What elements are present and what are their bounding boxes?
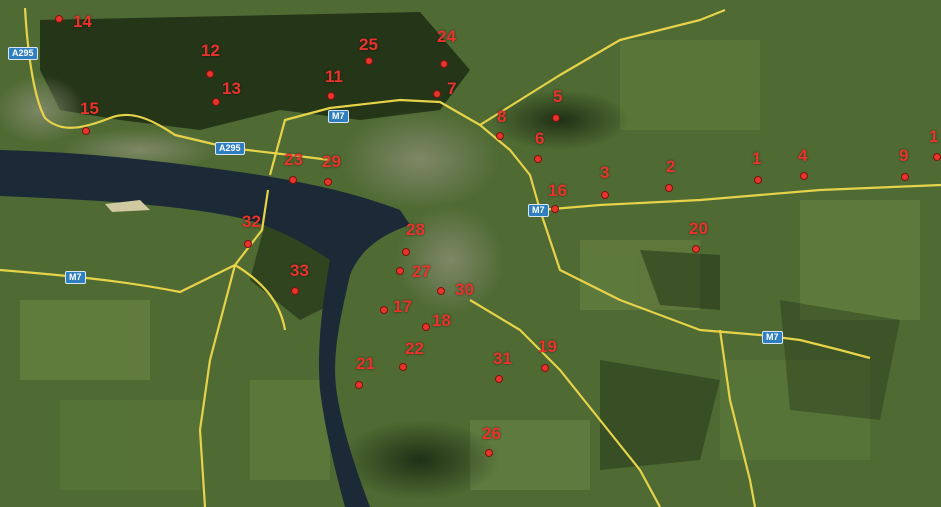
map-point-label: 2: [666, 157, 676, 176]
map-point-marker[interactable]: [289, 176, 297, 184]
map-point-marker[interactable]: [55, 15, 63, 23]
map-point-marker[interactable]: [552, 114, 560, 122]
map-point-label: 24: [437, 27, 456, 46]
map-point-label: 9: [899, 146, 909, 165]
road-shield-m7-east: M7: [528, 204, 549, 217]
road-shield-a295-center: A295: [215, 142, 245, 155]
map-point-label: 21: [356, 354, 375, 373]
map-point-label: 6: [535, 129, 545, 148]
map-point-marker[interactable]: [355, 381, 363, 389]
map-point-marker[interactable]: [365, 57, 373, 65]
map-point-label: 17: [393, 297, 412, 316]
map-point-label: 31: [493, 349, 512, 368]
map-point-marker[interactable]: [399, 363, 407, 371]
map-point-marker[interactable]: [901, 173, 909, 181]
map-point-marker[interactable]: [212, 98, 220, 106]
map-point-marker[interactable]: [692, 245, 700, 253]
map-point-label: 3: [600, 163, 610, 182]
map-point-label: 32: [242, 212, 261, 231]
map-point-marker[interactable]: [551, 205, 559, 213]
map-point-label: 16: [548, 181, 567, 200]
map-point-marker[interactable]: [541, 364, 549, 372]
map-point-marker[interactable]: [496, 132, 504, 140]
map-point-label: 28: [406, 220, 425, 239]
map-point-marker[interactable]: [433, 90, 441, 98]
map-point-marker[interactable]: [324, 178, 332, 186]
map-point-label: 12: [201, 41, 220, 60]
map-point-marker[interactable]: [665, 184, 673, 192]
map-point-marker[interactable]: [396, 267, 404, 275]
roads: [0, 7, 941, 507]
map-point-label: 14: [73, 12, 92, 31]
map-point-marker[interactable]: [327, 92, 335, 100]
urban-areas: [0, 75, 505, 315]
map-point-marker[interactable]: [206, 70, 214, 78]
map-point-label: 1: [752, 149, 762, 168]
map-point-label: 22: [405, 339, 424, 358]
map-point-label: 8: [497, 107, 507, 126]
map-point-label: 27: [412, 262, 431, 281]
map-point-marker[interactable]: [495, 375, 503, 383]
map-point-label: 15: [80, 99, 99, 118]
map-point-marker[interactable]: [244, 240, 252, 248]
map-point-marker[interactable]: [440, 60, 448, 68]
map-point-label: 11: [325, 67, 343, 86]
map-point-label: 19: [538, 337, 557, 356]
map-point-marker[interactable]: [534, 155, 542, 163]
road-shield-m7-southeast: M7: [762, 331, 783, 344]
map-point-label: 13: [222, 79, 241, 98]
map-point-label: 7: [447, 79, 457, 98]
map-point-label: 5: [553, 87, 563, 106]
map-point-marker[interactable]: [380, 306, 388, 314]
map-point-marker[interactable]: [422, 323, 430, 331]
map-point-marker[interactable]: [437, 287, 445, 295]
map-point-marker[interactable]: [601, 191, 609, 199]
map-point-label: 18: [432, 311, 451, 330]
map-point-marker[interactable]: [933, 153, 941, 161]
sandbar: [105, 200, 150, 212]
map-point-label: 23: [284, 150, 303, 169]
map-point-marker[interactable]: [485, 449, 493, 457]
road-shield-m7-west: M7: [65, 271, 86, 284]
map-point-marker[interactable]: [800, 172, 808, 180]
map-point-label: 26: [482, 424, 501, 443]
map-point-label: 1: [929, 127, 939, 146]
map-point-label: 33: [290, 261, 309, 280]
map-point-marker[interactable]: [402, 248, 410, 256]
map-point-label: 30: [455, 280, 474, 299]
map-point-label: 20: [689, 219, 708, 238]
map-point-label: 4: [798, 146, 808, 165]
map-point-marker[interactable]: [82, 127, 90, 135]
road-shield-a295-west: A295: [8, 47, 38, 60]
map-point-marker[interactable]: [291, 287, 299, 295]
river-water: [0, 150, 410, 507]
map-point-label: 29: [322, 152, 341, 171]
map-point-marker[interactable]: [754, 176, 762, 184]
road-shield-m7-north: M7: [328, 110, 349, 123]
map-point-label: 25: [359, 35, 378, 54]
